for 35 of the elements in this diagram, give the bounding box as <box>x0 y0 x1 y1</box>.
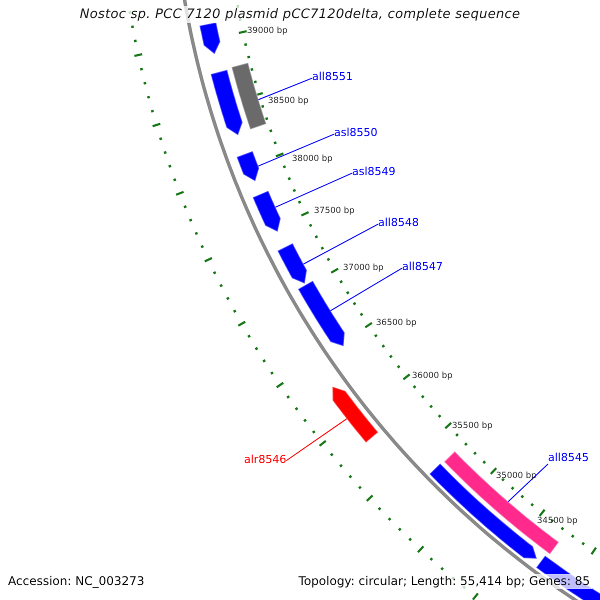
gene-label: asl8550 <box>334 127 378 139</box>
scale-label: 37500 bp <box>314 206 355 216</box>
leader-line <box>330 268 402 312</box>
leader-line <box>303 224 378 264</box>
scale-label: 38000 bp <box>292 154 333 164</box>
gene-feature <box>276 242 308 285</box>
leader-line <box>286 418 348 462</box>
gene-label: asl8549 <box>352 166 396 178</box>
scale-label: 38500 bp <box>268 96 309 106</box>
scale-label: 36500 bp <box>376 318 417 328</box>
gene-label: alr8546 <box>244 454 286 466</box>
gene-feature <box>198 22 222 56</box>
leader-line <box>508 464 548 502</box>
gene-label: all8547 <box>402 261 443 273</box>
gene-feature <box>230 62 268 130</box>
summary-text: Topology: circular; Length: 55,414 bp; Genes: 85 <box>296 574 592 589</box>
gene-feature <box>428 462 538 560</box>
scale-label: 36000 bp <box>412 371 453 381</box>
gene-label: all8545 <box>548 452 589 464</box>
gene-feature <box>332 386 380 444</box>
gene-label: all8551 <box>312 71 353 83</box>
leader-line <box>258 134 334 167</box>
leader-line <box>275 172 352 208</box>
scale-label: 39000 bp <box>247 26 288 36</box>
gene-feature <box>252 190 282 233</box>
scale-label: 34500 bp <box>537 516 578 526</box>
gene-feature <box>236 150 260 182</box>
scale-label: 35000 bp <box>496 471 537 481</box>
gene-feature <box>296 280 346 348</box>
scale-label: 37000 bp <box>343 263 384 273</box>
leader-line <box>258 78 312 100</box>
scale-label: 35500 bp <box>452 421 493 431</box>
gene-feature <box>210 68 244 136</box>
accession-text: Accession: NC_003273 <box>6 574 146 589</box>
gene-label: all8548 <box>378 217 419 229</box>
